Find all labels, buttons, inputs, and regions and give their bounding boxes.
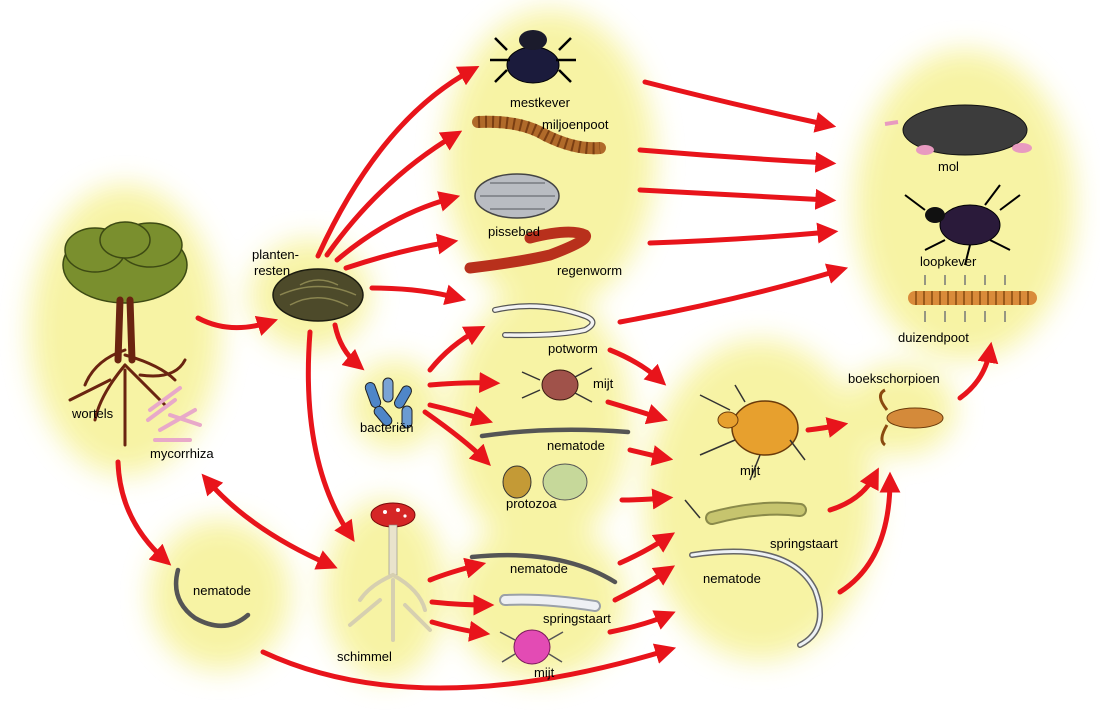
- arrow-bacterien-potworm: [427, 326, 486, 373]
- arrow-nematode-mijt-center: [627, 445, 674, 466]
- arrow-protozoa-mijt-center: [619, 488, 674, 510]
- label-mol: mol: [938, 159, 959, 174]
- label-nematode-low: nematode: [510, 561, 568, 576]
- nematode-right-illustration: [689, 548, 823, 648]
- regenworm-illustration: [464, 226, 592, 274]
- label-plantenresten-2: resten: [254, 263, 290, 278]
- arrow-springstaart-boekschorpioen: [827, 467, 879, 513]
- mijt-low-illustration: [499, 629, 564, 665]
- arrow-nematode-low-mijt-center: [617, 532, 676, 566]
- label-bacterien: bacteriën: [360, 420, 413, 435]
- potworm-illustration: [492, 303, 596, 339]
- mycorrhiza-illustration: [146, 386, 202, 442]
- nematode-mid-illustration: [479, 427, 631, 439]
- label-miljoenpoot: miljoenpoot: [542, 117, 609, 132]
- mestkever-illustration: [490, 30, 576, 84]
- label-boekschorpioen: boekschorpioen: [848, 371, 940, 386]
- label-springstaart-low: springstaart: [543, 611, 611, 626]
- label-nematode-mid: nematode: [547, 438, 605, 453]
- feeding-arrows: [115, 65, 999, 691]
- mijt-center-illustration: [699, 384, 806, 481]
- label-loopkever: loopkever: [920, 254, 977, 269]
- bacterien-illustration: [364, 377, 413, 429]
- arrow-mestkever-mol: [642, 79, 837, 133]
- arrow-pissebed-loopkever: [637, 187, 837, 210]
- plantenresten-illustration: [272, 268, 364, 322]
- arrow-schimmel-springstaart: [429, 594, 495, 616]
- arrow-plantenresten-pissebed: [334, 191, 461, 263]
- label-schimmel: schimmel: [337, 649, 392, 664]
- label-mijt-center: mijt: [740, 463, 761, 478]
- arrow-springstaart-low-mijt-center: [612, 565, 676, 603]
- arrow-miljoenpoot-mol: [637, 147, 837, 173]
- arrow-plantenresten-mestkever: [315, 65, 480, 259]
- arrow-wortels-nematode: [115, 459, 172, 566]
- arrow-mijt-low-mijt-center: [607, 610, 676, 635]
- arrow-nematode-right-boekschorpioen: [837, 471, 901, 595]
- arrow-plantenresten-regenworm: [343, 233, 459, 271]
- arrow-bacterien-mijt: [427, 372, 501, 394]
- arrow-regenworm-loopkever: [647, 222, 839, 246]
- label-pissebed: pissebed: [488, 224, 540, 239]
- label-protozoa: protozoa: [506, 496, 557, 511]
- loopkever-illustration: [904, 184, 1021, 266]
- arrow-potworm-mijt-center: [607, 347, 667, 386]
- label-nematode-right: nematode: [703, 571, 761, 586]
- nematode-low-illustration: [469, 552, 618, 585]
- label-regenworm: regenworm: [557, 263, 622, 278]
- arrow-plantenresten-schimmel: [305, 329, 355, 542]
- label-springstaart-right: springstaart: [770, 536, 838, 551]
- springstaart-right-illustration: [684, 499, 807, 525]
- arrow-wortels-plantenresten: [195, 315, 278, 336]
- arrow-mijt-mijt-center: [605, 399, 669, 425]
- label-mijt-top: mijt: [593, 376, 614, 391]
- label-potworm: potworm: [548, 341, 598, 356]
- pissebed-illustration: [474, 173, 560, 219]
- organism-labels: mestkever miljoenpoot pissebed regenworm…: [71, 95, 977, 680]
- arrow-schimmel-mijt: [429, 619, 491, 642]
- arrow-mijt-center-boekschorpioen: [805, 417, 849, 438]
- label-nematode-left: nematode: [193, 583, 251, 598]
- mijt-top-illustration: [521, 367, 593, 403]
- arrow-plantenresten-miljoenpoot: [324, 130, 463, 258]
- arrow-plantenresten-bacterien: [332, 322, 365, 371]
- arrow-boekschorpioen-duizendpoot: [957, 341, 999, 401]
- label-duizendpoot: duizendpoot: [898, 330, 969, 345]
- protozoa-illustration: [502, 463, 588, 501]
- schimmel-illustration: [348, 502, 432, 642]
- arrow-schimmel-nematode: [427, 557, 487, 583]
- duizendpoot-illustration: [908, 275, 1037, 322]
- arrow-nematode-left-mijt-center: [260, 643, 677, 691]
- arrow-bacterien-protozoa: [422, 409, 491, 466]
- boekschorpioen-illustration: [879, 388, 944, 447]
- springstaart-low-illustration: [499, 593, 601, 612]
- arrow-mycorrhiza-schimmel: [201, 473, 338, 570]
- label-wortels: wortels: [71, 406, 114, 421]
- nematode-left-illustration: [173, 567, 251, 628]
- label-plantenresten-1: planten-: [252, 247, 299, 262]
- label-mijt-low: mijt: [534, 665, 555, 680]
- arrow-bacterien-nematode: [427, 402, 494, 427]
- arrow-plantenresten-potworm: [369, 284, 467, 305]
- label-mestkever: mestkever: [510, 95, 571, 110]
- label-mycorrhiza: mycorrhiza: [150, 446, 214, 461]
- arrow-potworm-duizendpoot: [617, 263, 849, 325]
- miljoenpoot-illustration: [472, 115, 606, 155]
- mol-illustration: [884, 104, 1032, 156]
